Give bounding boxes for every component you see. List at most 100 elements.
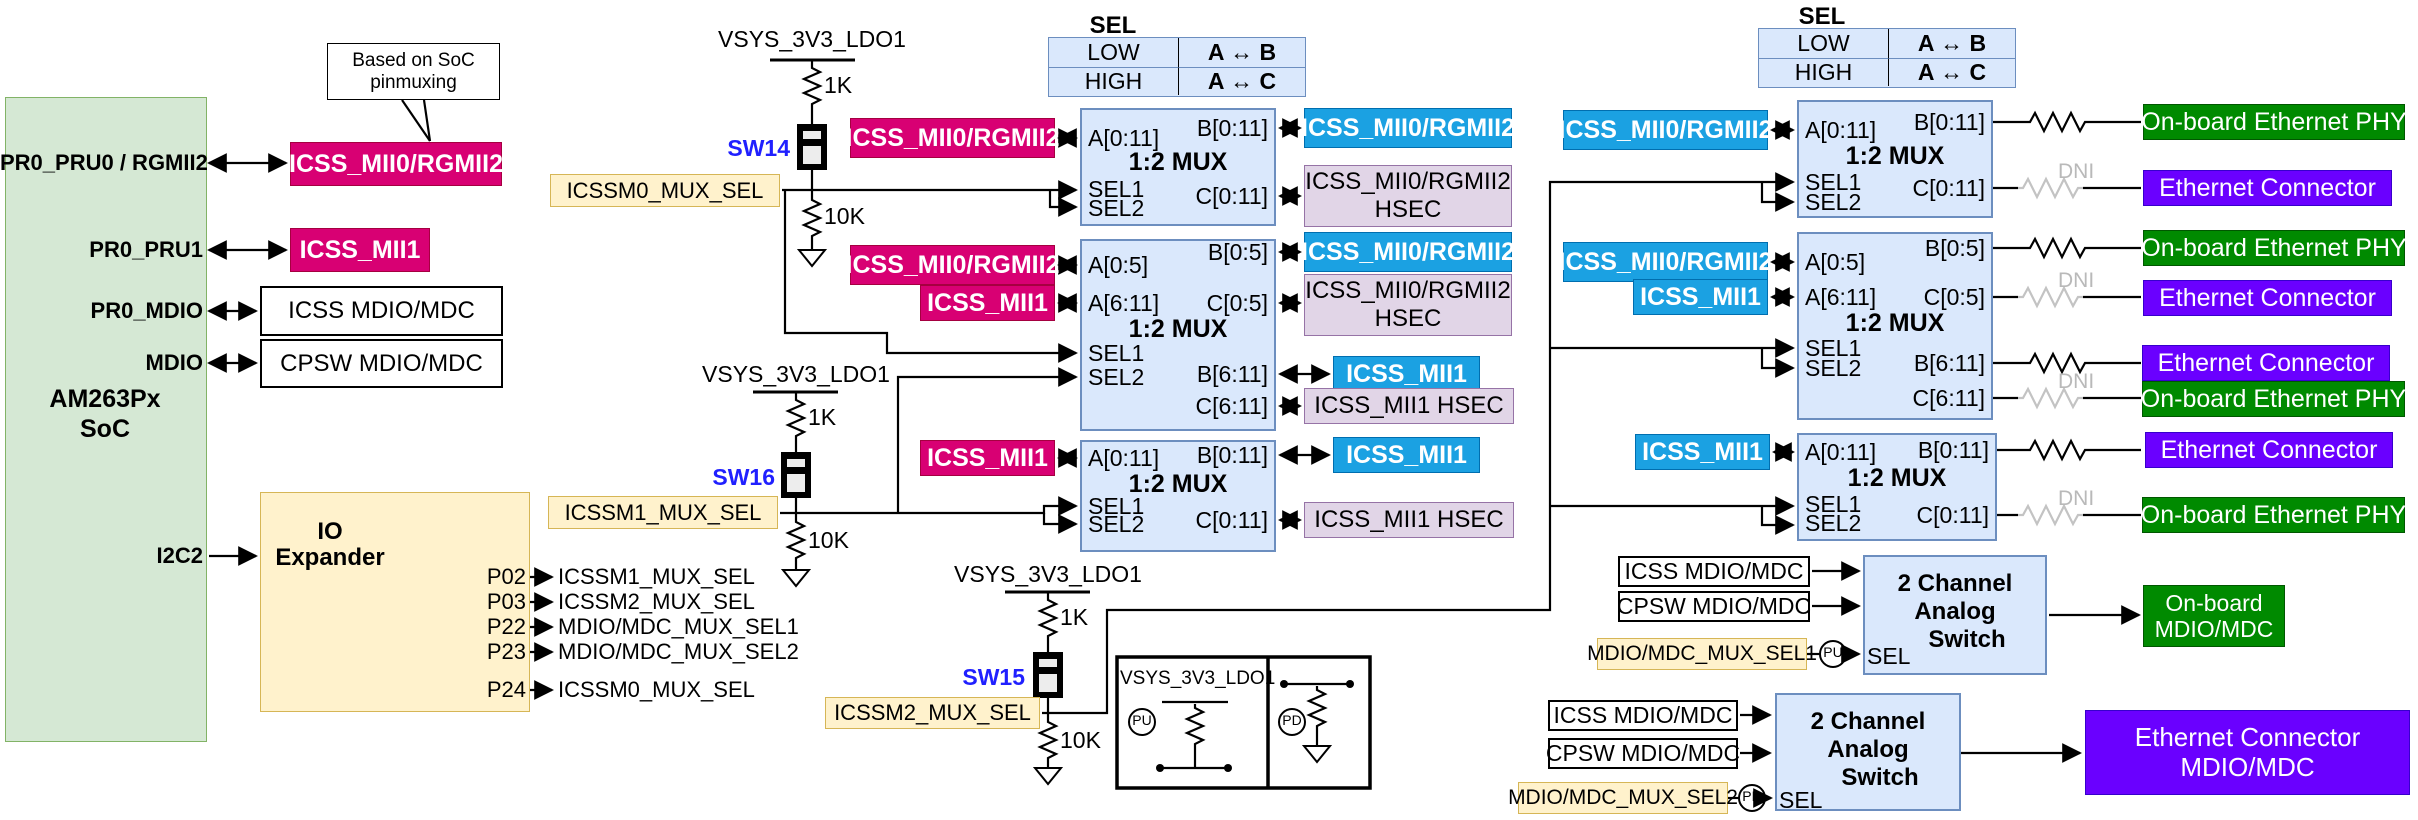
io-expander-title-line2: Expander (275, 544, 385, 571)
dni-label-2: DNI (2058, 269, 2095, 292)
mux2-port-b611: B[6:11] (1196, 361, 1268, 387)
vsys-rail-label-sw15: VSYS_3V3_LDO1 (954, 561, 1142, 587)
mux3-label: 1:2 MUX (1128, 470, 1228, 498)
mux3-sel1: SEL1 (1088, 493, 1145, 519)
sw16-slide-switch-icon[interactable] (781, 452, 811, 498)
connector-mdio-line1: Ethernet Connector (2134, 721, 2361, 752)
sw16-pullup-value: 1K (808, 404, 837, 430)
asw1-title-line2: Analog (1914, 598, 1996, 625)
sw15-slide-switch-icon[interactable] (1033, 652, 1063, 698)
rmux3-sel2: SEL2 (1805, 510, 1862, 536)
sel-low-cell: LOW (1759, 29, 1888, 59)
sw14-pull-network (770, 58, 855, 268)
asw2-input-icss-mdio: ICSS MDIO/MDC (1548, 700, 1738, 731)
soc-port-pr0-pru1: PR0_PRU1 (89, 237, 203, 262)
rmux1-port-c: C[0:11] (1912, 175, 1985, 201)
rmux2-port-c611: C[6:11] (1912, 385, 1985, 411)
mux2-out-c611-hsec: ICSS_MII1 HSEC (1304, 388, 1514, 424)
sw16-label[interactable]: SW16 (712, 464, 775, 490)
mux2-sel2: SEL2 (1088, 364, 1145, 390)
soc-block (5, 97, 207, 742)
rmux3-block (1797, 433, 1997, 541)
dni-label-1: DNI (2058, 160, 2095, 183)
hsec-line2: HSEC (1374, 196, 1442, 223)
soc-name-line1: AM263Px (49, 385, 161, 413)
connector-out-4: Ethernet Connector (2145, 432, 2393, 468)
mux2-block (1080, 239, 1276, 431)
phy-out-3: On-board Ethernet PHY (2141, 381, 2406, 417)
connector-mdio-out: Ethernet Connector MDIO/MDC (2085, 710, 2410, 795)
onboard-mdio-out: On-board MDIO/MDC (2143, 585, 2285, 647)
mux1-port-c: C[0:11] (1195, 183, 1268, 209)
sw16-pull-network (753, 390, 838, 588)
sel-low-route-cell: A ↔ B (1888, 29, 2015, 59)
vsys-rail-label-sw14: VSYS_3V3_LDO1 (718, 26, 906, 52)
mux2-out-c05-hsec: ICSS_MII0/RGMII2 HSEC (1304, 274, 1512, 336)
rmux3-port-b: B[0:11] (1917, 437, 1989, 463)
vsys-rail-label-sw16: VSYS_3V3_LDO1 (702, 361, 890, 387)
mux1-out-b-mii0: ICSS_MII0/RGMII2 (1301, 108, 1515, 148)
rmux1-input-mii0: ICSS_MII0/RGMII2 (1559, 110, 1772, 150)
mux-port-arrows (1057, 118, 1795, 530)
dni-label-4: DNI (2058, 487, 2095, 510)
soc-name-line2: SoC (80, 415, 130, 443)
sel-table-right: LOW A ↔ B HIGH A ↔ C (1758, 28, 2016, 88)
soc-port-pr0-mdio: PR0_MDIO (90, 298, 203, 323)
hsec-line1: ICSS_MII0/RGMII2 (1305, 168, 1511, 196)
io-pin-p23: P23 (486, 639, 526, 664)
soc-mii0-rgmii2-box: ICSS_MII0/RGMII2 (289, 142, 503, 186)
mux1-port-b: B[0:11] (1196, 115, 1268, 141)
connector-out-3: Ethernet Connector (2142, 345, 2390, 381)
rmux3-label: 1:2 MUX (1847, 464, 1947, 492)
mux2-input-mii1: ICSS_MII1 (920, 285, 1055, 321)
mux2-port-a05: A[0:5] (1088, 252, 1149, 278)
onboard-mdio-line1: On-board (2165, 589, 2263, 616)
mux2-out-b611-mii1: ICSS_MII1 (1333, 356, 1480, 392)
mux2-out-b05-mii0: ICSS_MII0/RGMII2 (1301, 232, 1515, 272)
pull-legend (1115, 655, 1372, 790)
sw15-label[interactable]: SW15 (962, 664, 1025, 690)
io-pin-p22: P22 (486, 614, 526, 639)
sw14-pulldown-value: 10K (824, 203, 865, 229)
mux3-port-a: A[0:11] (1088, 445, 1160, 471)
pinmux-callout: Based on SoC pinmuxing (327, 43, 500, 100)
sel-high-route-cell: A ↔ C (1178, 68, 1305, 95)
asw1-input-cpsw-mdio: CPSW MDIO/MDC (1617, 591, 1811, 622)
rmux2-port-b05: B[0:5] (1924, 235, 1985, 261)
io-pin-p24: P24 (486, 677, 526, 702)
hsec-line1: ICSS_MII0/RGMII2 (1305, 277, 1511, 305)
mux1-label: 1:2 MUX (1128, 148, 1228, 176)
mux3-sel2: SEL2 (1088, 511, 1145, 537)
rmux1-block (1797, 100, 1993, 218)
analog-switch2-block (1775, 693, 1961, 811)
soc-port-mdio: MDIO (145, 350, 203, 375)
callout-line1: Based on SoC (352, 49, 475, 71)
mux2-port-c05: C[0:5] (1206, 290, 1268, 316)
asw1-title-line3: Switch (1928, 626, 2006, 653)
sw15-pullup-value: 1K (1060, 604, 1089, 630)
sel-low-cell: LOW (1049, 38, 1178, 68)
rmux1-port-b: B[0:11] (1913, 109, 1985, 135)
rmux2-port-a05: A[0:5] (1805, 249, 1866, 275)
asw1-title-line1: 2 Channel (1897, 570, 2013, 597)
sel-table-right-title: SEL (1798, 3, 1846, 30)
io-expander-pin-arrows (528, 567, 554, 700)
rmux2-block (1797, 232, 1993, 420)
series-resistors (1993, 110, 2141, 462)
asw2-title-line1: 2 Channel (1810, 708, 1926, 735)
sel-low-route-cell: A ↔ B (1178, 38, 1305, 68)
sw14-slide-switch-icon[interactable] (797, 124, 827, 170)
rmux3-port-c: C[0:11] (1916, 502, 1989, 528)
sel-high-route-cell: A ↔ C (1888, 59, 2015, 86)
legend-rail-label: VSYS_3V3_LDO1 (1120, 668, 1276, 689)
rmux2-port-c05: C[0:5] (1923, 284, 1985, 310)
phy-out-2: On-board Ethernet PHY (2141, 230, 2407, 266)
soc-port-pr0-pru0: PR0_PRU0 / RGMII2 (0, 150, 208, 175)
asw2-pd-label: PD (1742, 788, 1762, 804)
asw1-sel-pin: SEL (1867, 643, 1911, 669)
mux1-sel1: SEL1 (1088, 176, 1145, 202)
sw14-label[interactable]: SW14 (727, 135, 790, 161)
sw16-pulldown-value: 10K (808, 527, 849, 553)
icss-mdio-box: ICSS MDIO/MDC (260, 286, 503, 336)
